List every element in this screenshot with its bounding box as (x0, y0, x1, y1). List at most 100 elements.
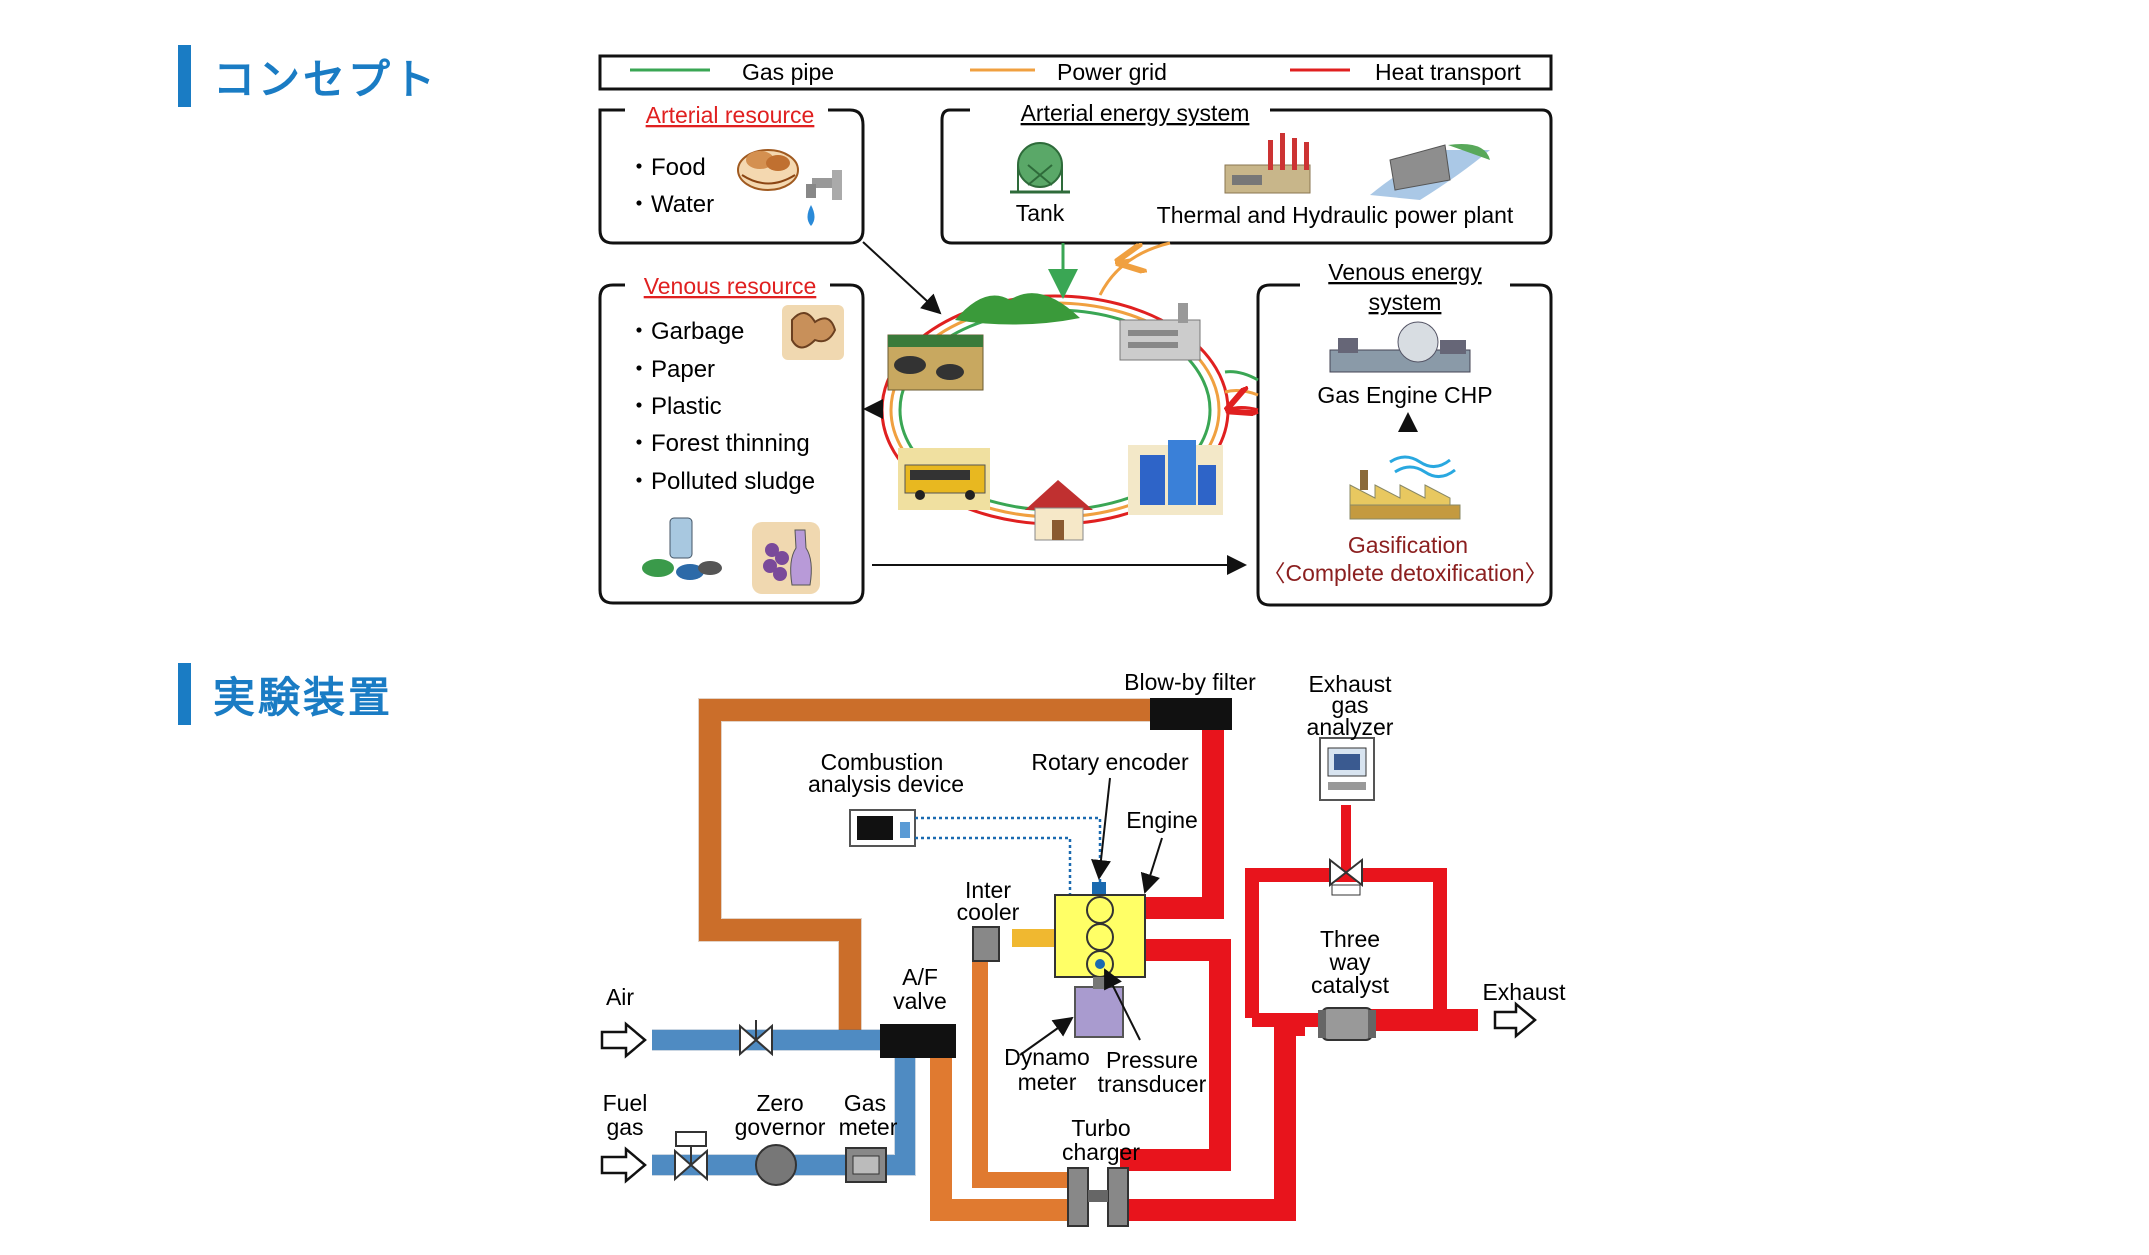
farm-icon (887, 334, 984, 391)
rotary-encoder-label: Rotary encoder (1031, 749, 1189, 775)
combustion-label-2: analysis device (808, 771, 964, 797)
catalyst-label-1: Three (1320, 926, 1380, 952)
gas-meter (845, 1147, 887, 1183)
concept-title: コンセプト (213, 55, 439, 103)
plant-label: Thermal and Hydraulic power plant (1157, 202, 1514, 228)
gasification-factory-icon (1349, 455, 1461, 520)
arterial-item-water: ・Water (627, 191, 714, 218)
venous-item-paper: ・Paper (627, 356, 715, 383)
air-label: Air (606, 984, 634, 1010)
fuel-inlet-arrow (600, 1146, 647, 1184)
engine-label: Engine (1126, 807, 1198, 833)
chp-plant-icon (1329, 321, 1471, 373)
pressure-label-2: transducer (1098, 1071, 1207, 1097)
venous-item-garbage: ・Garbage (627, 318, 744, 345)
zero-governor-label-2: governor (735, 1114, 826, 1140)
factory-icon (1119, 303, 1201, 361)
bus-icon (898, 448, 990, 510)
grapes-bottle-icon (752, 522, 820, 594)
house-icon (1025, 480, 1093, 541)
analyzer-valve-icon (1329, 857, 1363, 896)
catalyst-label-2: way (1329, 949, 1371, 975)
energy-ring (862, 241, 1259, 575)
rotary-encoder (1092, 882, 1106, 894)
gasification-label: Gasification (1348, 532, 1468, 558)
title-accent-bar (178, 45, 191, 107)
blowby-filter-label: Blow-by filter (1124, 669, 1256, 695)
legend-heat-transport: Heat transport (1375, 59, 1521, 85)
turbo-label-1: Turbo (1071, 1115, 1130, 1141)
intercooler (972, 926, 1000, 962)
combustion-device-icon (849, 809, 916, 847)
apparatus-title: 実験装置 (213, 673, 394, 721)
venous-resource-title: Venous resource (644, 273, 817, 299)
gas-meter-label-2: meter (839, 1114, 898, 1140)
hydraulic-dam-icon (1370, 144, 1490, 200)
apparatus-diagram: Blow-by filter Exhaust gas analyzer Comb… (600, 669, 1566, 1227)
venous-energy-box: Venous energy system Gas Engine CHP Gasi… (1256, 259, 1553, 607)
tank-icon (1010, 142, 1070, 194)
dynamo-label-2: meter (1018, 1069, 1077, 1095)
analyzer-label-1: Exhaust (1308, 671, 1392, 697)
arterial-resource-title: Arterial resource (646, 102, 815, 128)
air-inlet-arrow (600, 1021, 647, 1059)
dynamo-label-1: Dynamo (1004, 1044, 1090, 1070)
zero-governor-label-1: Zero (756, 1090, 803, 1116)
venous-item-forest: ・Forest thinning (627, 430, 810, 457)
dynamometer (1074, 986, 1124, 1038)
turbo-label-2: charger (1062, 1139, 1140, 1165)
fuel-gas-label-1: Fuel (603, 1090, 648, 1116)
bottles-cans-icon (642, 517, 722, 580)
exhaust-outlet-arrow (1493, 1001, 1537, 1039)
turbocharger (1067, 1167, 1129, 1227)
analyzer-label-3: analyzer (1307, 714, 1394, 740)
city-buildings-icon (1128, 440, 1223, 515)
arterial-item-food: ・Food (627, 154, 706, 181)
fuel-gas-label-2: gas (606, 1114, 643, 1140)
blowby-filter (1150, 698, 1232, 730)
exhaust-label: Exhaust (1482, 979, 1566, 1005)
af-valve-label-1: A/F (902, 964, 938, 990)
venous-energy-title-1: Venous energy (1328, 259, 1482, 285)
concept-diagram: Gas pipe Power grid Heat transport Arter… (598, 54, 1553, 607)
garbage-icon (782, 305, 844, 360)
orange-pipe (698, 698, 1150, 1221)
chp-label: Gas Engine CHP (1317, 382, 1492, 408)
legend-gas-pipe: Gas pipe (742, 59, 834, 85)
mountain-icon (955, 293, 1080, 325)
zero-governor (755, 1144, 797, 1186)
arterial-energy-title: Arterial energy system (1021, 100, 1250, 126)
fuel-valve-icon (674, 1131, 708, 1182)
intercooler-label-2: cooler (957, 899, 1020, 925)
engine-block (1054, 894, 1146, 978)
venous-item-plastic: ・Plastic (627, 393, 722, 420)
legend-power-grid: Power grid (1057, 59, 1167, 85)
exhaust-analyzer-icon (1319, 737, 1375, 801)
legend: Gas pipe Power grid Heat transport (598, 54, 1553, 91)
red-pipes (1120, 704, 1478, 1221)
pressure-label-1: Pressure (1106, 1047, 1198, 1073)
thermal-plant-icon (1224, 133, 1311, 194)
gas-meter-label-1: Gas (844, 1090, 886, 1116)
bread-basket-icon (737, 149, 799, 191)
title-accent-bar (178, 663, 191, 725)
venous-resource-box: Venous resource ・Garbage ・Paper ・Plastic… (598, 273, 865, 605)
arterial-resource-box: Arterial resource ・Food ・Water (598, 102, 865, 245)
encoder-signal-line (915, 816, 1102, 885)
analyzer-label-2: gas (1331, 692, 1368, 718)
air-valve-icon (739, 1020, 773, 1057)
venous-item-sludge: ・Polluted sludge (627, 468, 815, 495)
faucet-icon (806, 170, 842, 226)
af-valve-label-2: valve (893, 988, 947, 1014)
catalyst-label-3: catalyst (1311, 972, 1390, 998)
section-title-apparatus: 実験装置 (178, 663, 393, 725)
af-valve (880, 1024, 956, 1058)
venous-energy-title-2: system (1369, 289, 1442, 315)
tank-label: Tank (1016, 200, 1065, 226)
combustion-label-1: Combustion (821, 749, 944, 775)
detox-label: 〈Complete detoxification〉 (1262, 560, 1547, 586)
three-way-catalyst (1318, 1007, 1376, 1041)
section-title-concept: コンセプト (178, 45, 438, 107)
arterial-energy-box: Arterial energy system Tank Thermal and … (940, 100, 1553, 245)
intercooler-label-1: Inter (965, 877, 1011, 903)
